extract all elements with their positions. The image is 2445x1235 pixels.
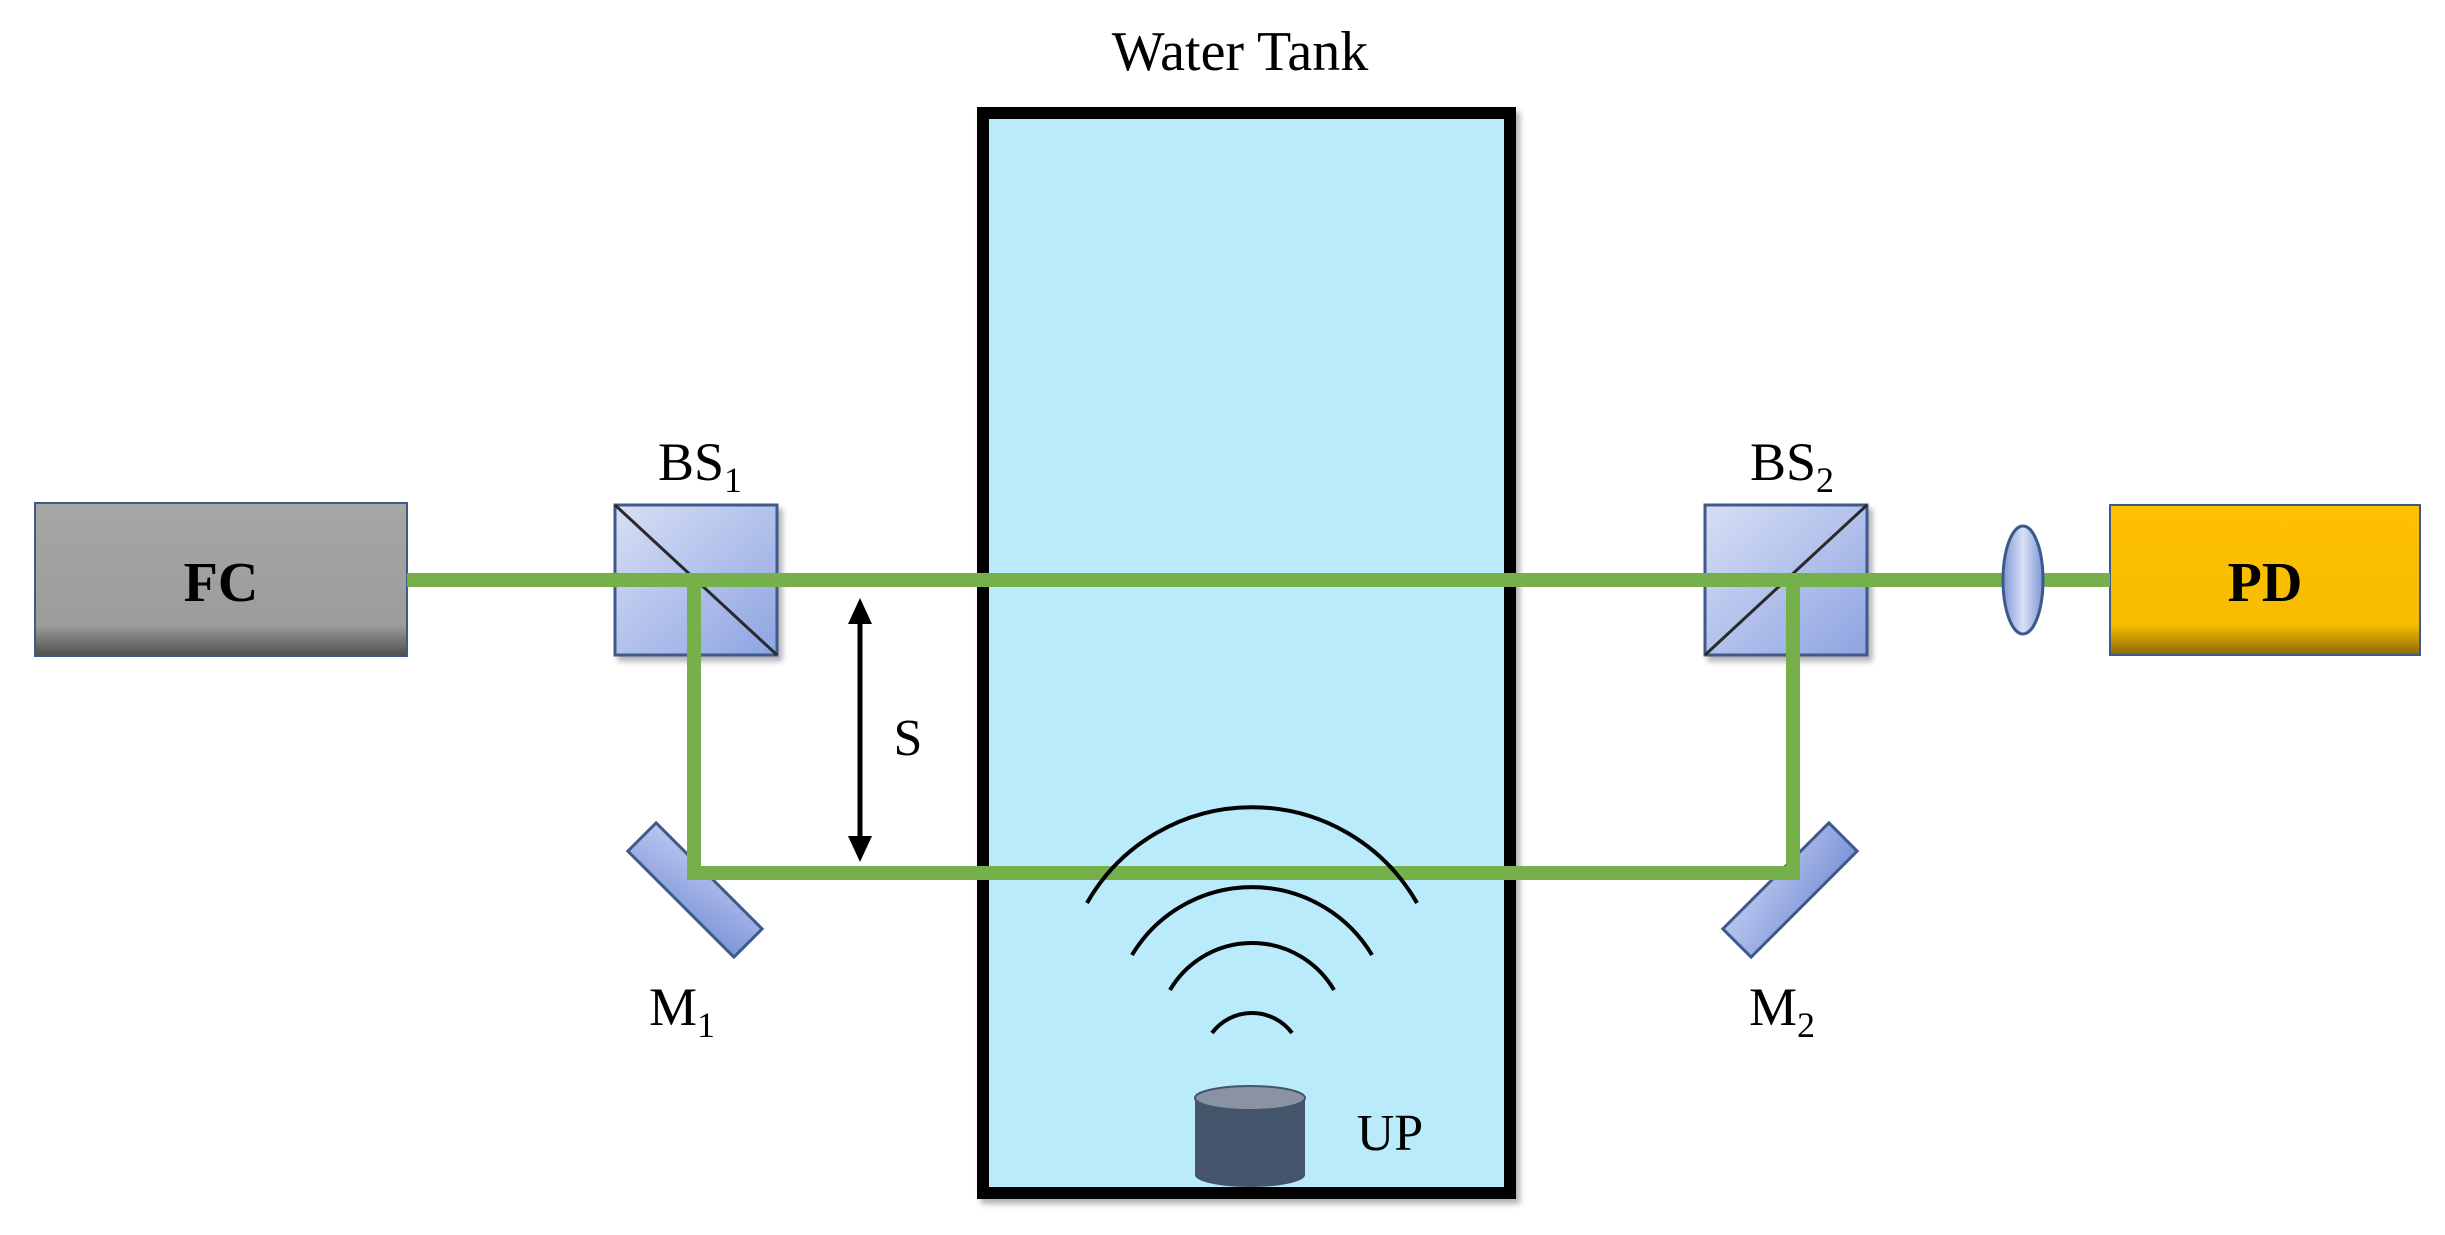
- ultrasound-probe-icon: [1194, 1085, 1306, 1187]
- beam-lower-arm: [687, 580, 1800, 880]
- lens-icon: [2001, 524, 2045, 636]
- double-arrow-icon: [848, 598, 872, 862]
- m2-label: M2: [1749, 977, 1815, 1045]
- up-label: UP: [1357, 1105, 1423, 1162]
- tank-title: Water Tank: [1112, 21, 1368, 83]
- bs1-label: BS1: [658, 432, 742, 500]
- fc-box: [34, 502, 408, 657]
- m1-label: M1: [649, 977, 715, 1045]
- water-tank: [977, 107, 1516, 1199]
- bs2-label: BS2: [1750, 432, 1834, 500]
- pd-label: PD: [2228, 552, 2303, 614]
- laser-beam-paths: [407, 573, 2110, 880]
- ultrasound-waves: [1085, 805, 1419, 1035]
- fc-label: FC: [184, 552, 259, 614]
- separation-label: S: [894, 710, 923, 767]
- pd-box: [2109, 504, 2421, 656]
